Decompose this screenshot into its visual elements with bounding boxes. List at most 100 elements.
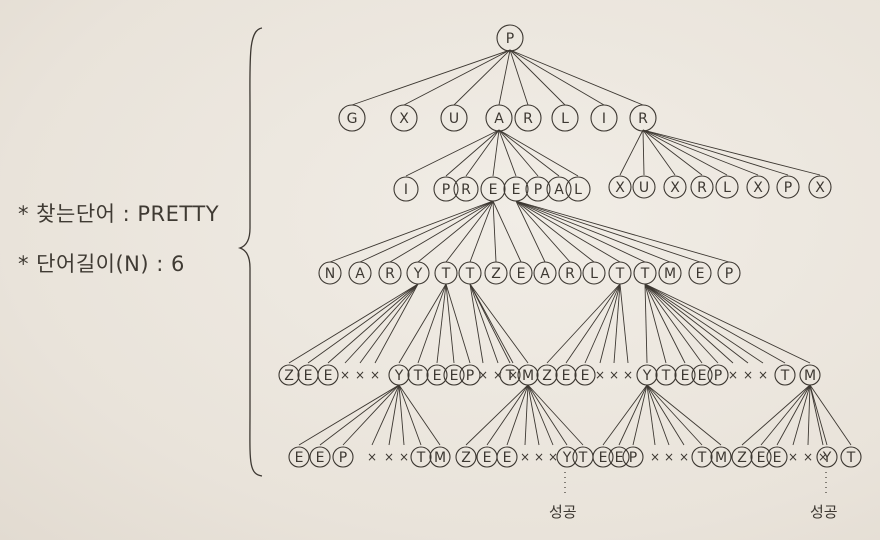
node-circle <box>338 104 366 132</box>
tree-edge <box>298 384 400 446</box>
tree-edge <box>644 283 764 364</box>
node-circle <box>318 261 342 285</box>
level4-node: E <box>297 364 319 386</box>
node-letter: T <box>578 450 588 466</box>
node-circle <box>799 364 821 386</box>
level5-node: T <box>410 446 432 468</box>
fail-mark: × <box>595 368 605 382</box>
node-circle <box>332 446 354 468</box>
tree-edge <box>388 384 400 446</box>
node-letter: I <box>404 182 408 198</box>
level1-node: L <box>551 104 579 132</box>
node-circle <box>750 446 772 468</box>
node-circle <box>503 176 529 202</box>
level5-node: × <box>664 450 674 464</box>
level4-node: P <box>459 364 481 386</box>
level3-node: R <box>558 261 582 285</box>
node-circle <box>288 446 310 468</box>
node-circle <box>388 364 410 386</box>
level4-node: P <box>707 364 729 386</box>
tree-edge <box>515 200 730 263</box>
node-circle <box>433 176 459 202</box>
node-circle <box>556 446 578 468</box>
node-letter: E <box>698 368 707 384</box>
node-letter: T <box>505 368 515 384</box>
level5-node: × <box>788 450 798 464</box>
level5-node: P <box>332 446 354 468</box>
tree-edge <box>644 283 786 364</box>
node-letter: E <box>483 450 492 466</box>
node-circle <box>816 446 838 468</box>
level5-node: E <box>766 446 788 468</box>
tree-edge <box>436 283 447 364</box>
level4-node: × <box>508 368 518 382</box>
level3-node: T <box>633 261 657 285</box>
node-letter: T <box>615 266 625 282</box>
node-circle <box>655 364 677 386</box>
tree-edge <box>546 283 621 364</box>
level5-node: E <box>309 446 331 468</box>
level4-node: × <box>743 368 753 382</box>
tree-edge <box>760 384 811 446</box>
node-letter: E <box>562 368 571 384</box>
tree-edge <box>613 283 621 364</box>
tree-edge <box>632 384 648 446</box>
node-letter: P <box>784 180 792 196</box>
node-letter: R <box>638 111 648 127</box>
node-circle <box>590 104 618 132</box>
fail-mark: × <box>609 368 619 382</box>
tree-edge <box>469 200 494 263</box>
level3-node: T <box>458 261 482 285</box>
node-letter: Y <box>413 266 423 282</box>
level4-node: M <box>517 364 539 386</box>
node-circle <box>636 364 658 386</box>
level5-node: E <box>476 446 498 468</box>
node-letter: E <box>450 368 459 384</box>
fail-mark: × <box>340 368 350 382</box>
level1-node: R <box>629 104 657 132</box>
tree-edges <box>288 49 852 446</box>
tree-edge <box>371 384 400 446</box>
tree-edge <box>486 384 529 446</box>
node-circle <box>348 261 372 285</box>
node-circle <box>410 446 432 468</box>
node-letter: R <box>697 180 707 196</box>
level5-node: P <box>622 446 644 468</box>
node-circle <box>484 261 508 285</box>
node-letter: P <box>339 450 347 466</box>
node-letter: X <box>670 180 680 196</box>
node-letter: M <box>434 450 446 466</box>
word-length-note: * 단어길이(N) : 6 <box>18 252 185 276</box>
tree-edge <box>565 283 621 364</box>
level3-node: R <box>378 261 402 285</box>
level3-node: A <box>348 261 372 285</box>
success-label-2: 성공 <box>810 503 838 521</box>
node-circle <box>443 364 465 386</box>
tree-edge <box>342 384 400 446</box>
tree-edge <box>329 200 494 263</box>
level5-node: × <box>367 450 377 464</box>
node-circle <box>278 364 300 386</box>
tree-edge <box>417 200 494 263</box>
tree-edge <box>807 384 811 446</box>
tree-edge <box>644 283 719 364</box>
tree-edge <box>465 384 529 446</box>
node-circle <box>608 175 632 199</box>
level4-node: × <box>478 368 488 382</box>
tree-edge <box>398 283 447 364</box>
node-circle <box>629 104 657 132</box>
level2-node: A <box>546 176 572 202</box>
node-circle <box>715 175 739 199</box>
tree-edge <box>642 129 703 176</box>
node-letter: X <box>815 180 825 196</box>
level4-node: Y <box>388 364 410 386</box>
level1-node: R <box>514 104 542 132</box>
level4-node: T <box>499 364 521 386</box>
node-letter: T <box>441 266 451 282</box>
tree-edge <box>403 49 511 106</box>
level4-node: E <box>674 364 696 386</box>
node-circle <box>766 446 788 468</box>
tree-edge <box>515 200 646 263</box>
node-circle <box>453 176 479 202</box>
tree-edge <box>469 283 499 364</box>
